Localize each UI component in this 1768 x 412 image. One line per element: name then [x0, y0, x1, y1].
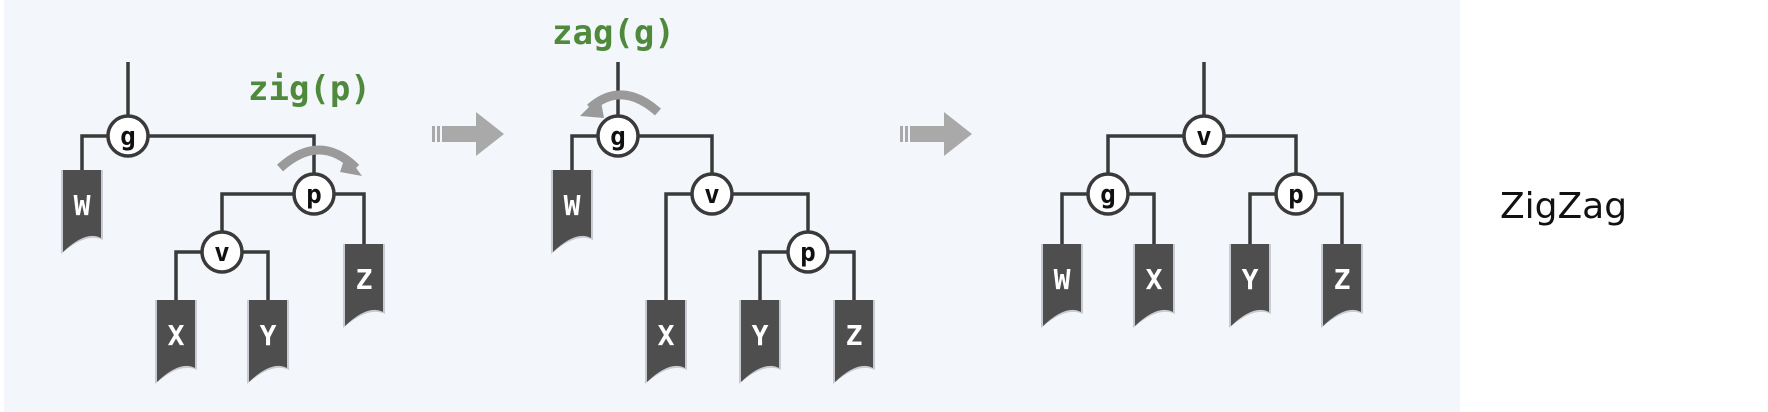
caption: ZigZag — [1500, 186, 1628, 227]
tree-node-v: v — [1182, 114, 1226, 158]
diagram-panel: zig(p) zag(g) W X Y Z W X Y Z W X Y Z g p v g v p v g p — [4, 0, 1460, 412]
node-circle — [106, 114, 150, 158]
node-circle — [200, 230, 244, 274]
rotation-operation-label: zig(p) — [248, 69, 371, 109]
node-label: p — [1288, 180, 1304, 210]
leaf-shape — [1135, 244, 1173, 326]
leaf-shape — [647, 300, 685, 382]
leaf-label: Y — [260, 319, 277, 352]
zigzag-rotation-diagram: zig(p) zag(g) W X Y Z W X Y Z W X Y Z g p v g v p v g p — [61, 13, 1363, 384]
tree-node-p: p — [786, 230, 830, 274]
leaf-shape — [157, 300, 195, 382]
leaf-label: W — [1054, 263, 1071, 296]
subtree-leaf-X: X — [155, 300, 197, 384]
tree-node-p: p — [292, 172, 336, 216]
subtree-leaf-W: W — [551, 170, 593, 254]
rotation-arrow-left — [580, 90, 661, 118]
rotation-operation-label: zag(g) — [552, 13, 675, 53]
leaf-label: Y — [1242, 263, 1259, 296]
node-label: g — [610, 122, 626, 152]
leaf-shape — [249, 300, 287, 382]
node-label: v — [704, 180, 720, 210]
subtree-leaf-W: W — [61, 170, 103, 254]
leaf-label: Z — [1334, 263, 1351, 296]
subtree-leaf-Y: Y — [1229, 244, 1271, 328]
subtree-leaf-Y: Y — [247, 300, 289, 384]
rotation-arrow-right — [276, 145, 362, 176]
node-label: p — [306, 180, 322, 210]
node-circle — [786, 230, 830, 274]
leaf-shape — [345, 244, 383, 326]
node-circle — [690, 172, 734, 216]
tree-node-v: v — [200, 230, 244, 274]
tree-node-v: v — [690, 172, 734, 216]
node-circle — [1274, 172, 1318, 216]
leaf-shape — [553, 170, 591, 252]
leaf-shape — [63, 170, 101, 252]
subtree-leaf-X: X — [645, 300, 687, 384]
subtree-leaf-Z: Z — [343, 244, 385, 328]
leaf-label: Z — [356, 263, 373, 296]
node-circle — [1086, 172, 1130, 216]
node-label: g — [120, 122, 136, 152]
leaf-label: Z — [846, 319, 863, 352]
leaf-shape — [741, 300, 779, 382]
subtree-leaf-Z: Z — [833, 300, 875, 384]
leaf-label: X — [168, 319, 185, 352]
node-circle — [596, 114, 640, 158]
leaf-shape — [1043, 244, 1081, 326]
tree-node-g: g — [106, 114, 150, 158]
node-circle — [292, 172, 336, 216]
node-circle — [1182, 114, 1226, 158]
leaf-label: W — [74, 189, 91, 222]
leaf-shape — [1323, 244, 1361, 326]
leaf-shape — [835, 300, 873, 382]
leaf-label: Y — [752, 319, 769, 352]
subtree-leaf-Z: Z — [1321, 244, 1363, 328]
node-label: v — [1196, 122, 1212, 152]
tree-node-g: g — [1086, 172, 1130, 216]
leaf-label: W — [564, 189, 581, 222]
leaf-label: X — [1146, 263, 1163, 296]
leaf-label: X — [658, 319, 675, 352]
node-label: p — [800, 238, 816, 268]
node-label: g — [1100, 180, 1116, 210]
leaf-shape — [1231, 244, 1269, 326]
transition-arrow — [900, 112, 972, 156]
tree-node-g: g — [596, 114, 640, 158]
subtree-leaf-X: X — [1133, 244, 1175, 328]
tree-node-p: p — [1274, 172, 1318, 216]
transition-arrow — [432, 112, 504, 156]
node-label: v — [214, 238, 230, 268]
subtree-leaf-W: W — [1041, 244, 1083, 328]
subtree-leaf-Y: Y — [739, 300, 781, 384]
